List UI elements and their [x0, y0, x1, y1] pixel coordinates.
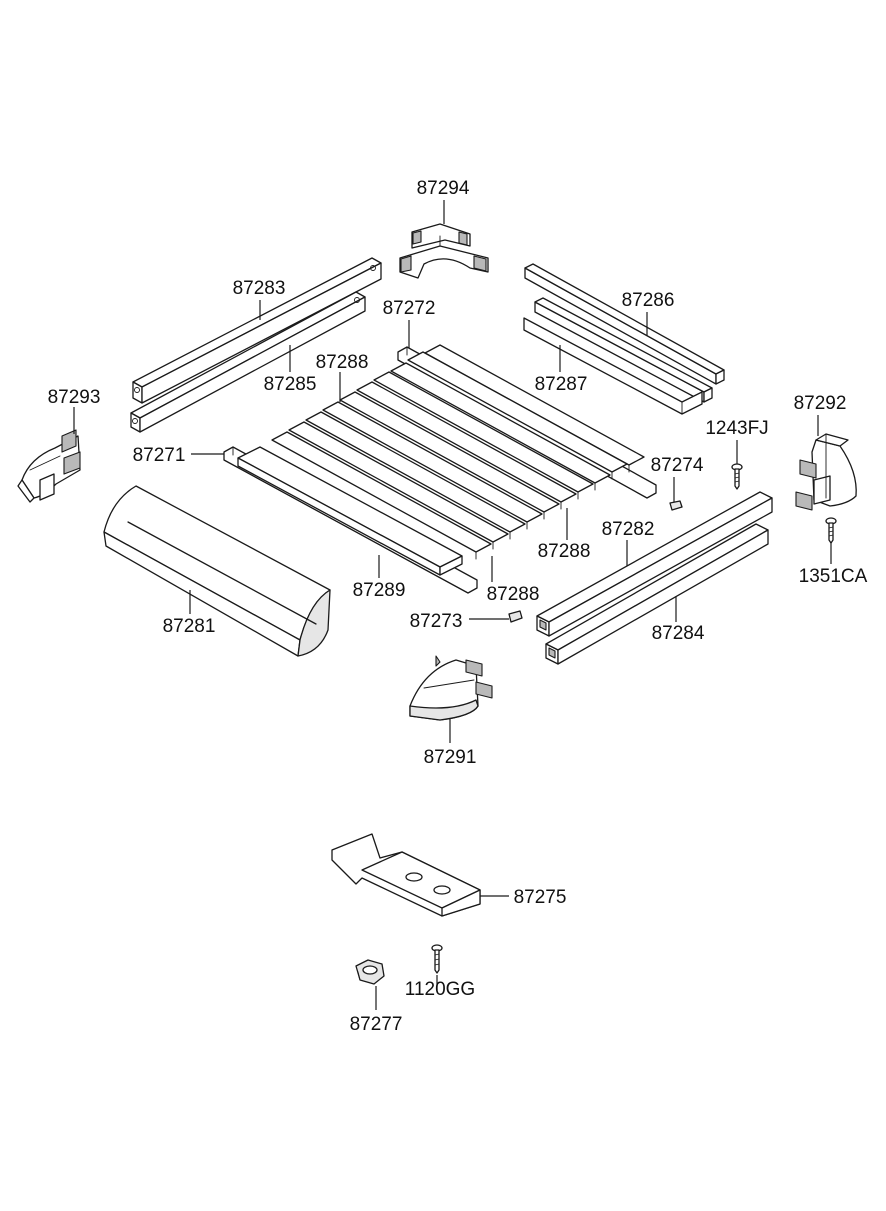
label-87287: 87287 — [535, 374, 588, 395]
part-87294-junction-bracket — [399, 223, 489, 279]
part-87287-rail — [523, 297, 713, 415]
label-87284: 87284 — [652, 623, 705, 644]
part-1120GG-bolt — [431, 944, 443, 974]
part-87273-clip — [508, 610, 523, 623]
label-87288-top: 87288 — [316, 352, 369, 373]
label-87288-middle: 87288 — [538, 541, 591, 562]
label-87286: 87286 — [622, 290, 675, 311]
label-87288-bottom: 87288 — [487, 584, 540, 605]
part-labels: 87294 87283 87272 87286 87288 87285 8728… — [48, 178, 868, 1035]
leader-lines — [73, 200, 832, 1010]
part-87291-front-cap — [409, 655, 493, 721]
label-87274: 87274 — [651, 455, 704, 476]
part-87275-bracket — [331, 833, 481, 917]
label-87285: 87285 — [264, 374, 317, 395]
label-87294: 87294 — [417, 178, 470, 199]
part-87289-slat — [237, 446, 463, 576]
part-87293-end-cap — [17, 429, 81, 503]
part-1351CA-screw — [825, 517, 837, 544]
part-87286-rail — [524, 263, 725, 385]
part-1243FJ-screw — [731, 463, 743, 490]
label-87293: 87293 — [48, 387, 101, 408]
label-87291: 87291 — [424, 747, 477, 768]
label-87292: 87292 — [794, 393, 847, 414]
part-87288-slats — [271, 344, 645, 560]
label-87277: 87277 — [350, 1014, 403, 1035]
label-87289: 87289 — [353, 580, 406, 601]
label-87273: 87273 — [410, 611, 463, 632]
part-87284-rail — [545, 523, 769, 665]
part-87281-side-cover — [103, 485, 331, 657]
label-1351CA: 1351CA — [799, 566, 868, 587]
part-87277-nut — [355, 959, 385, 985]
label-87271: 87271 — [133, 445, 186, 466]
label-87282: 87282 — [602, 519, 655, 540]
part-87285-rail — [130, 291, 366, 433]
part-87283-rail — [132, 257, 382, 404]
label-87272: 87272 — [383, 298, 436, 319]
part-87292-end-cap — [795, 433, 857, 511]
label-87281: 87281 — [163, 616, 216, 637]
label-1243FJ: 1243FJ — [705, 418, 768, 439]
part-87282-rail — [536, 491, 773, 637]
label-87275: 87275 — [514, 887, 567, 908]
part-87274-clip — [669, 500, 683, 511]
label-87283: 87283 — [233, 278, 286, 299]
label-1120GG: 1120GG — [405, 979, 475, 1000]
